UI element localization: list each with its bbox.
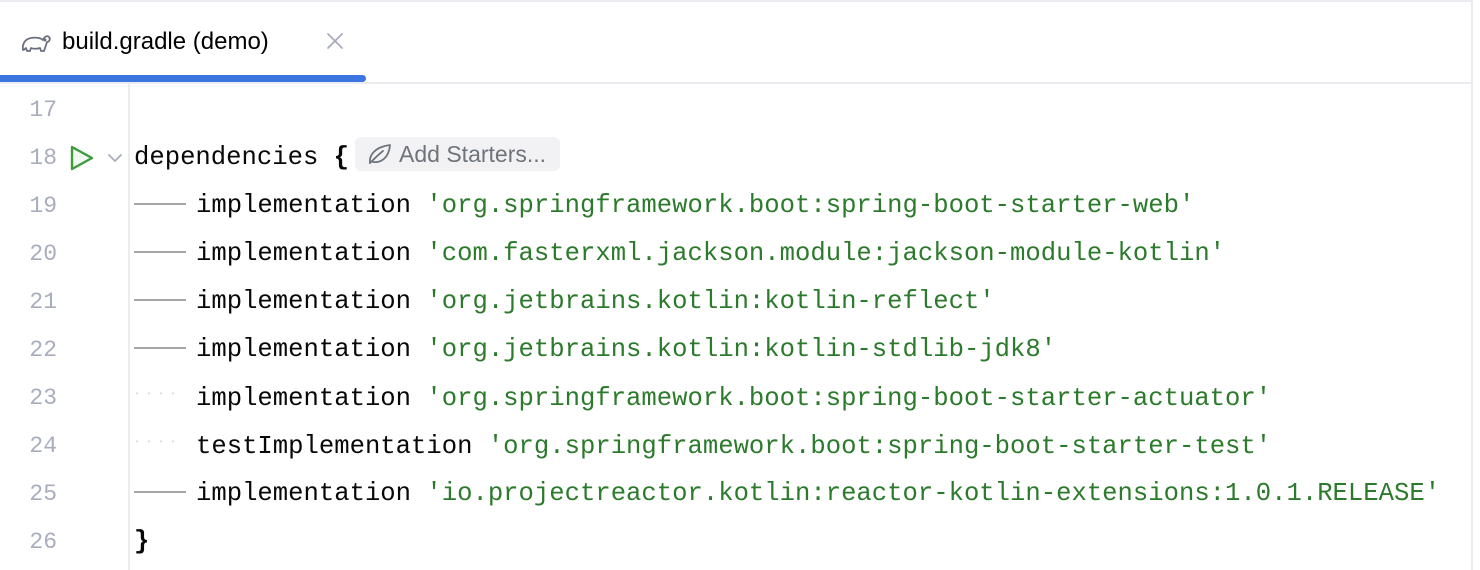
line-number: 22 bbox=[29, 337, 57, 363]
tab-label: build.gradle (demo) bbox=[62, 28, 269, 55]
add-starters-button[interactable]: Add Starters... bbox=[355, 137, 561, 172]
code-line: 25 implementation 'io.projectreactor.kot… bbox=[0, 470, 1471, 518]
code-line: 17 bbox=[0, 86, 1471, 134]
keyword: implementation bbox=[196, 287, 412, 316]
line-number: 26 bbox=[29, 529, 57, 555]
code-line: 19 implementation 'org.springframework.b… bbox=[0, 182, 1471, 230]
line-number: 20 bbox=[29, 241, 57, 267]
indent-guide bbox=[134, 203, 186, 206]
keyword: implementation bbox=[196, 479, 412, 508]
code-text: dependencies { Add Starters... bbox=[134, 134, 561, 182]
editor-tab-bar: build.gradle (demo) bbox=[0, 2, 1471, 84]
line-number: 21 bbox=[29, 289, 57, 315]
keyword: implementation bbox=[196, 239, 412, 268]
keyword: implementation bbox=[196, 335, 412, 364]
string-literal: 'org.springframework.boot:spring-boot-st… bbox=[426, 383, 1272, 413]
code-text: implementation 'org.jetbrains.kotlin:kot… bbox=[134, 278, 995, 326]
active-tab-indicator bbox=[0, 75, 366, 82]
close-icon[interactable] bbox=[324, 30, 346, 52]
code-line: 24 ···· testImplementation 'org.springfra… bbox=[0, 422, 1471, 470]
code-line: 21 implementation 'org.jetbrains.kotlin:… bbox=[0, 278, 1471, 326]
code-line: 18 dependencies { Add Starters... bbox=[0, 134, 1471, 182]
run-icon[interactable] bbox=[68, 144, 96, 172]
whitespace-dots: ···· bbox=[134, 389, 183, 400]
keyword: implementation bbox=[196, 383, 412, 413]
brace-close: } bbox=[134, 527, 150, 556]
gutter-separator bbox=[128, 84, 130, 570]
string-literal: 'io.projectreactor.kotlin:reactor-kotlin… bbox=[426, 479, 1441, 508]
line-number: 18 bbox=[29, 145, 57, 171]
keyword: implementation bbox=[196, 191, 412, 220]
code-line: 26 } bbox=[0, 518, 1471, 566]
code-text: implementation 'com.fasterxml.jackson.mo… bbox=[134, 230, 1225, 278]
string-literal: 'org.jetbrains.kotlin:kotlin-stdlib-jdk8… bbox=[426, 335, 1057, 364]
whitespace-dots: ···· bbox=[134, 437, 183, 448]
indent-guide bbox=[134, 347, 186, 350]
gradle-elephant-icon bbox=[21, 35, 51, 52]
string-literal: 'org.springframework.boot:spring-boot-st… bbox=[487, 431, 1272, 461]
code-text: implementation 'org.springframework.boot… bbox=[134, 182, 1194, 230]
code-text: } bbox=[134, 518, 149, 566]
string-literal: 'org.springframework.boot:spring-boot-st… bbox=[426, 191, 1195, 220]
keyword: dependencies bbox=[134, 143, 319, 172]
code-line: 22 implementation 'org.jetbrains.kotlin:… bbox=[0, 326, 1471, 374]
string-literal: 'com.fasterxml.jackson.module:jackson-mo… bbox=[426, 239, 1226, 268]
code-line: 20 implementation 'com.fasterxml.jackson… bbox=[0, 230, 1471, 278]
line-number: 17 bbox=[29, 97, 57, 123]
indent-guide bbox=[134, 299, 186, 302]
code-text: ···· implementation 'org.springframework.… bbox=[134, 374, 1271, 423]
code-line: 23 ···· implementation 'org.springframewo… bbox=[0, 374, 1471, 422]
line-number: 23 bbox=[29, 385, 57, 411]
chevron-down-icon[interactable] bbox=[106, 151, 124, 165]
spring-leaf-icon bbox=[369, 144, 391, 165]
line-number: 19 bbox=[29, 193, 57, 219]
brace-open: { bbox=[333, 143, 350, 172]
code-text: implementation 'io.projectreactor.kotlin… bbox=[134, 470, 1440, 518]
tab-build-gradle[interactable]: build.gradle (demo) bbox=[0, 2, 366, 82]
indent-guide bbox=[134, 491, 186, 494]
string-literal: 'org.jetbrains.kotlin:kotlin-reflect' bbox=[426, 287, 995, 316]
indent-guide bbox=[134, 251, 186, 254]
code-text: ···· testImplementation 'org.springframew… bbox=[134, 422, 1271, 471]
add-starters-label: Add Starters... bbox=[399, 141, 547, 168]
keyword: testImplementation bbox=[196, 431, 473, 461]
line-number: 24 bbox=[29, 433, 57, 459]
code-text: implementation 'org.jetbrains.kotlin:kot… bbox=[134, 326, 1056, 374]
line-number: 25 bbox=[29, 481, 57, 507]
